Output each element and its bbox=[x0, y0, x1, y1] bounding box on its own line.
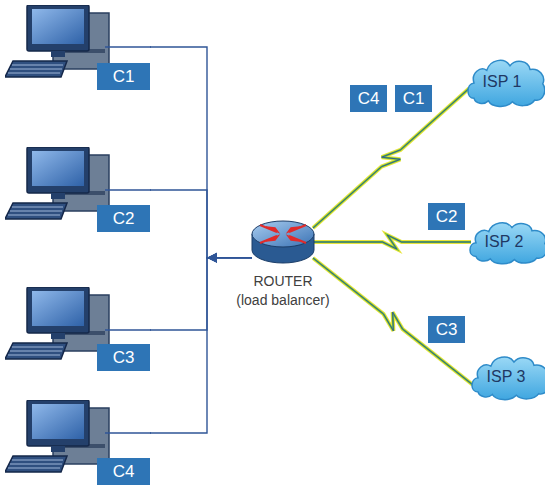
label-box: C1 bbox=[395, 85, 432, 112]
isp-name: ISP 2 bbox=[485, 233, 524, 251]
lan-link bbox=[150, 47, 252, 263]
isp-name: ISP 3 bbox=[487, 368, 526, 386]
isp-cloud: ISP 1 bbox=[466, 55, 545, 109]
label-box: C1 bbox=[97, 63, 150, 90]
lan-link bbox=[150, 253, 252, 330]
label-box: C2 bbox=[97, 205, 150, 232]
computer-icon bbox=[5, 5, 109, 77]
arrow-head bbox=[207, 253, 217, 263]
label-box: C3 bbox=[428, 316, 465, 343]
lan-link bbox=[150, 190, 252, 263]
label-box: C4 bbox=[350, 85, 387, 112]
router-icon bbox=[250, 218, 316, 266]
client-label: C1 bbox=[113, 67, 135, 87]
computer-icon bbox=[5, 147, 109, 219]
isp-name: ISP 1 bbox=[483, 73, 522, 91]
client-label: C2 bbox=[436, 207, 458, 227]
label-box: C4 bbox=[97, 458, 150, 485]
label-box: C2 bbox=[428, 203, 465, 230]
wan-link bbox=[313, 258, 473, 385]
client-label: C1 bbox=[403, 89, 425, 109]
arrow-head bbox=[207, 253, 217, 263]
lan-link bbox=[150, 253, 252, 433]
computer-icon bbox=[5, 287, 109, 359]
label-box: C3 bbox=[97, 344, 150, 371]
wan-link bbox=[313, 89, 469, 229]
wan-link bbox=[313, 235, 471, 249]
router-node: ROUTER (load balancer) bbox=[250, 218, 316, 266]
arrow-head bbox=[207, 253, 217, 263]
client-label: C3 bbox=[113, 348, 135, 368]
isp-cloud: ISP 2 bbox=[468, 218, 545, 266]
isp-cloud: ISP 3 bbox=[470, 352, 545, 402]
computer-icon bbox=[5, 400, 109, 472]
arrow-head bbox=[207, 253, 217, 263]
client-label: C2 bbox=[113, 209, 135, 229]
router-label: ROUTER (load balancer) bbox=[236, 272, 329, 310]
client-label: C4 bbox=[113, 462, 135, 482]
computer-stubs bbox=[105, 47, 151, 433]
client-label: C3 bbox=[436, 320, 458, 340]
client-label: C4 bbox=[358, 89, 380, 109]
